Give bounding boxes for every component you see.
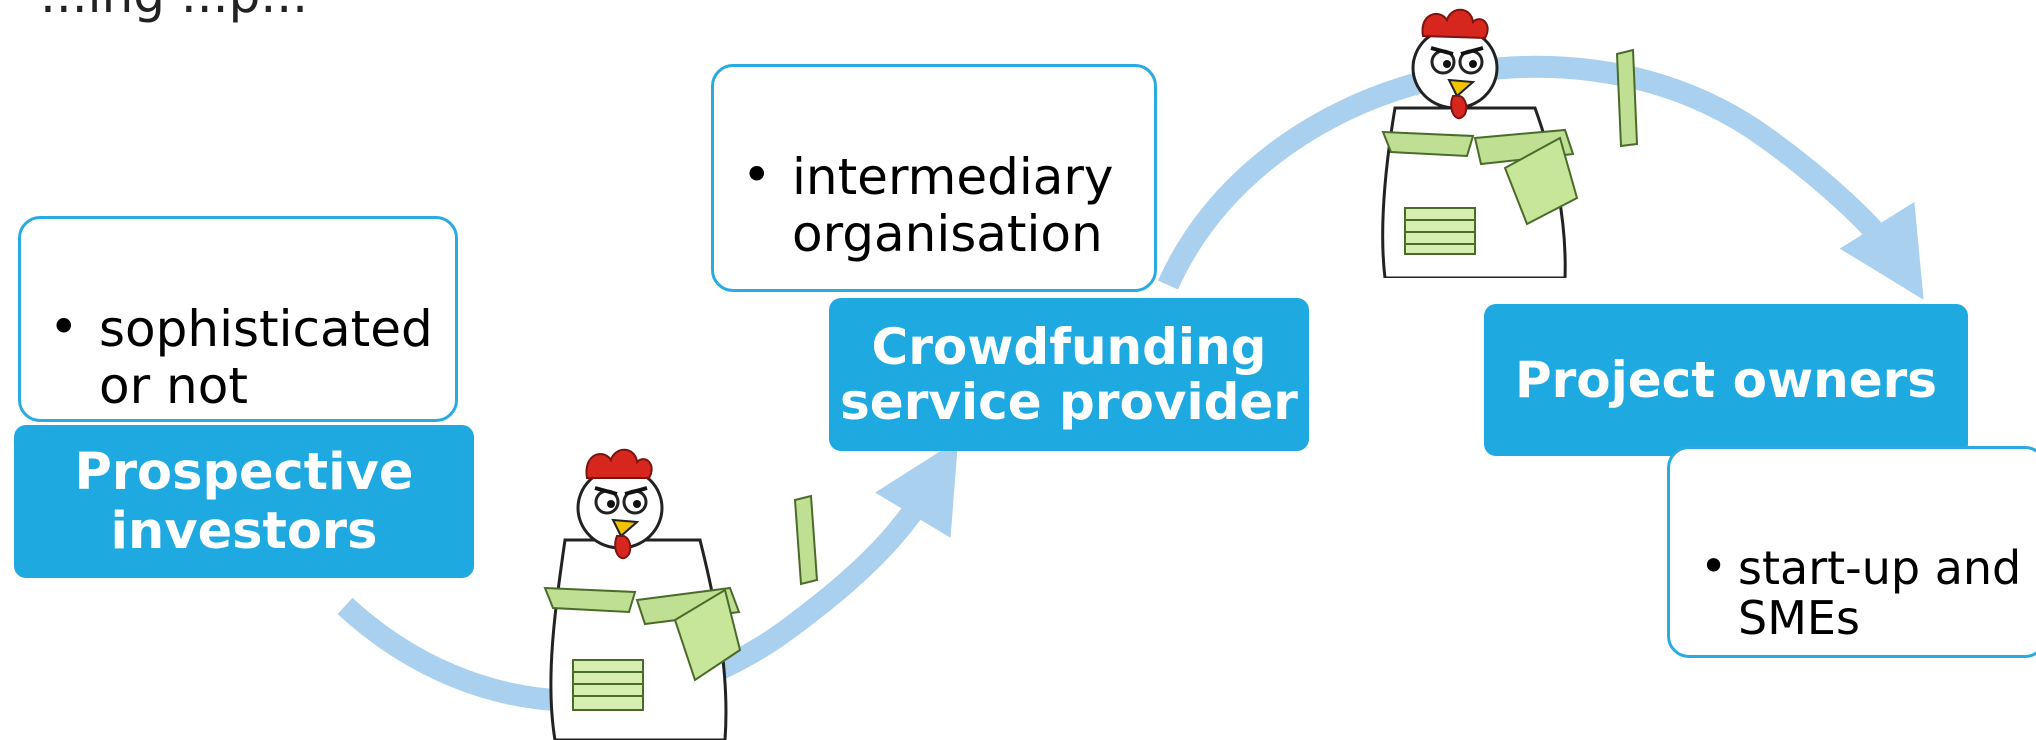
arrow-investors-to-provider bbox=[337, 439, 959, 712]
note-line-2: organisation bbox=[792, 205, 1103, 263]
top-text-fragment: ...ing ...p... bbox=[40, 0, 308, 24]
note-line-1: sophisticated bbox=[99, 300, 433, 358]
note-line-1: start-up and bbox=[1738, 541, 2022, 595]
node-crowdfunding-service-provider: Crowdfunding service provider bbox=[829, 298, 1309, 451]
bullet-dot: • bbox=[49, 298, 79, 356]
bullet-dot: • bbox=[1700, 539, 1728, 593]
note-line-2: or not bbox=[99, 357, 248, 415]
note-line-1: intermediary bbox=[792, 148, 1114, 206]
node-title-line-1: Crowdfunding bbox=[871, 317, 1267, 376]
node-prospective-investors: Prospective investors bbox=[14, 425, 474, 578]
note-box-owners: • start-up and SMEs bbox=[1667, 446, 2036, 658]
node-title-line-2: investors bbox=[110, 501, 378, 561]
note-box-provider: • intermediary organisation bbox=[711, 64, 1157, 292]
node-title-line-1: Prospective bbox=[74, 442, 414, 502]
node-title-line-1: Project owners bbox=[1514, 351, 1938, 409]
note-box-investors: • sophisticated or not bbox=[18, 216, 458, 422]
bullet-dot: • bbox=[742, 146, 772, 204]
node-project-owners: Project owners bbox=[1484, 304, 1968, 456]
chicken-money-illustration bbox=[1381, 8, 1639, 278]
node-title-line-2: service provider bbox=[840, 372, 1298, 431]
chicken-money-illustration bbox=[543, 448, 819, 740]
note-line-2: SMEs bbox=[1738, 591, 1860, 645]
